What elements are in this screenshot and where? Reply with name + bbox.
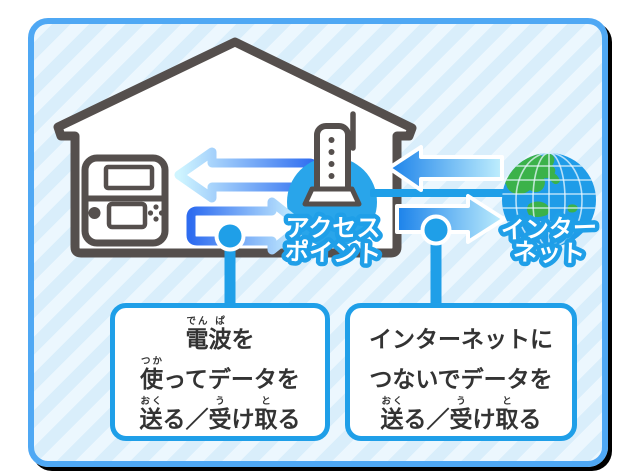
callout-internet-line1: インターネットに: [369, 325, 553, 352]
access-point-label-line1: アクセス: [286, 215, 381, 242]
callout-internet: インターネットに つないでデータを 送おくる／受うけ取とる: [345, 303, 577, 441]
globe-grid: [502, 153, 596, 247]
callout-internet-line3: 送おくる／受うけ取とる: [380, 395, 542, 432]
router-lights: [328, 137, 335, 179]
internet-label-line2: ネット: [513, 239, 586, 268]
access-point-label-line2: ポイント: [285, 237, 382, 268]
callout-wireless-line2: 使つかってデータを: [140, 355, 300, 392]
callout-wireless-line3: 送おくる／受うけ取とる: [139, 395, 301, 432]
callout-wireless-line1: 電でん波ぱを: [185, 315, 255, 352]
leader-line-internet: [430, 230, 442, 306]
wireless-router-icon: [302, 111, 362, 207]
access-point-label: アクセス ポイント: [280, 211, 386, 274]
callout-internet-line2: つないでデータを: [369, 365, 553, 392]
internet-arrow-left: [387, 145, 504, 192]
console-top-screen: [103, 164, 155, 191]
internet-label: インター ネット: [496, 210, 602, 273]
leader-dot-internet: [420, 214, 452, 246]
callout-wireless: 電でん波ぱを 使つかってデータを 送おくる／受うけ取とる: [110, 303, 330, 441]
nintendo-3ds-icon: [81, 154, 169, 247]
leader-dot-wireless: [214, 220, 246, 252]
console-buttons: [147, 204, 165, 222]
leader-line-wireless: [224, 236, 236, 306]
console-circle-pad: [88, 207, 101, 219]
console-bottom-screen: [106, 201, 148, 230]
router-base: [302, 186, 362, 207]
